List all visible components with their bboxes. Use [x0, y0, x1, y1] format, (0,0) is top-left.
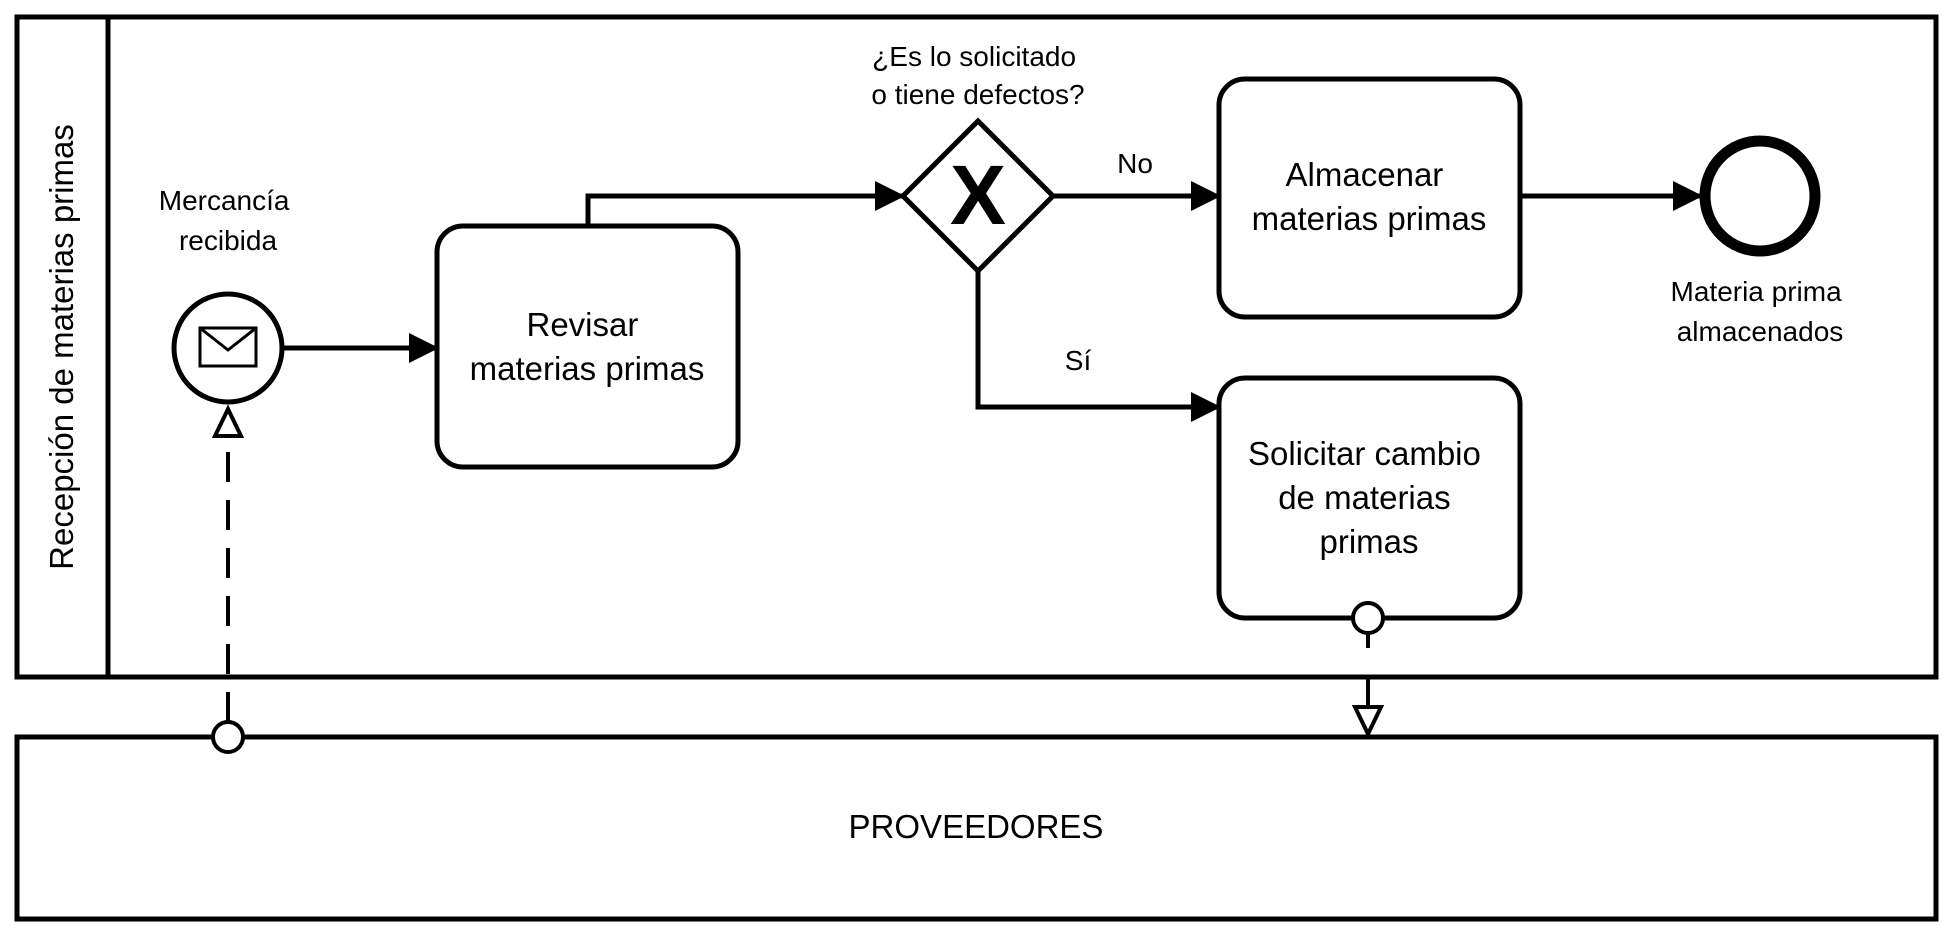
message-flow-solicitar-to-proveedores[interactable]: [1351, 601, 1385, 739]
flow-no-label: No: [1117, 148, 1153, 179]
task-revisar[interactable]: [434, 223, 741, 470]
start-event-label: Mercancía recibida: [159, 185, 298, 256]
start-message-event[interactable]: [171, 291, 285, 405]
task-revisar-label: Revisar materias primas: [470, 306, 705, 387]
gateway-x-marker: X: [950, 148, 1006, 242]
task-almacenar[interactable]: [1216, 76, 1523, 320]
task-almacenar-label: Almacenar materias primas: [1252, 156, 1487, 237]
lane-label: Recepción de materias primas: [43, 124, 80, 570]
message-flow-proveedores-to-start[interactable]: [211, 404, 245, 754]
flow-revisar-to-gateway[interactable]: [585, 181, 905, 226]
flow-gateway-to-solicitar[interactable]: [975, 271, 1221, 422]
envelope-icon: [198, 326, 258, 368]
proveedores-label: PROVEEDORES: [849, 808, 1104, 845]
flow-si-label: Sí: [1065, 345, 1092, 376]
proveedores-pool: [14, 734, 1939, 922]
end-event-label: Materia prima almacenados: [1671, 276, 1850, 347]
gateway-label: ¿Es lo solicitado o tiene defectos?: [871, 41, 1084, 110]
task-solicitar-label: Solicitar cambio de materias primas: [1248, 435, 1490, 560]
main-pool: [14, 14, 1939, 680]
end-event[interactable]: [1699, 135, 1821, 257]
